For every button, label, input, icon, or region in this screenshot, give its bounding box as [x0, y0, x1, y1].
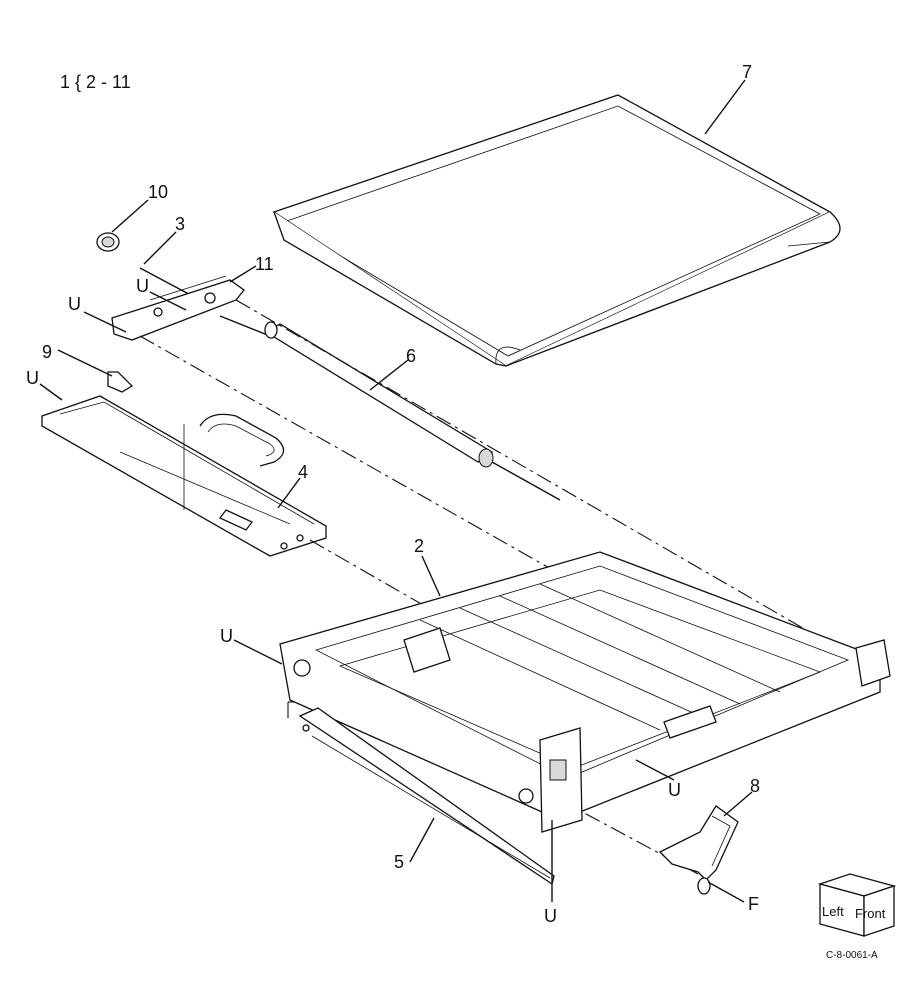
callout-11: 11 — [255, 254, 274, 274]
callout-2: 2 — [414, 536, 424, 556]
leader-u-2 — [149, 291, 187, 311]
leader-u-5 — [635, 759, 675, 781]
cube-left-face: Left — [822, 904, 844, 919]
callout-10: 10 — [148, 182, 168, 202]
leader-u-3 — [39, 383, 63, 401]
bracket-part — [111, 275, 245, 341]
sensor-tray-part — [41, 395, 327, 557]
callout-4: 4 — [298, 462, 308, 482]
u-label-3: U — [26, 368, 39, 388]
leader-u-1 — [83, 311, 127, 333]
leader-4 — [277, 477, 301, 509]
range-label: 1 { 2 - 11 — [60, 72, 131, 92]
leader-10 — [111, 199, 149, 233]
guide-part — [107, 371, 134, 393]
orientation-cube: Left Front — [817, 873, 897, 937]
callout-8: 8 — [750, 776, 760, 796]
callout-9: 9 — [42, 342, 52, 362]
lever-part — [658, 805, 739, 895]
u-label-5: U — [668, 780, 681, 800]
leader-6 — [369, 359, 409, 391]
leader-f — [707, 881, 745, 903]
leader-3 — [143, 231, 177, 265]
roller-part — [219, 315, 561, 501]
leader-8 — [723, 791, 753, 817]
leader-9 — [57, 349, 113, 377]
f-label: F — [748, 894, 759, 914]
belt-part — [272, 94, 841, 367]
u-label-4: U — [220, 626, 233, 646]
leader-11 — [229, 265, 257, 283]
leader-5 — [409, 817, 435, 863]
callout-6: 6 — [406, 346, 416, 366]
u-label-6: U — [544, 906, 557, 926]
u-label-2: U — [136, 276, 149, 296]
u-label-1: U — [68, 294, 81, 314]
bearing-part — [96, 232, 120, 252]
callout-7: 7 — [742, 62, 752, 82]
leader-7 — [704, 79, 746, 135]
leader-2 — [421, 555, 441, 597]
callout-5: 5 — [394, 852, 404, 872]
figure-id: C-8-0061-A — [826, 950, 878, 961]
cube-front-face: Front — [855, 906, 886, 921]
plate-part — [298, 707, 555, 886]
callout-3: 3 — [175, 214, 185, 234]
leader-u-4 — [233, 639, 283, 665]
frame-part — [279, 551, 891, 833]
